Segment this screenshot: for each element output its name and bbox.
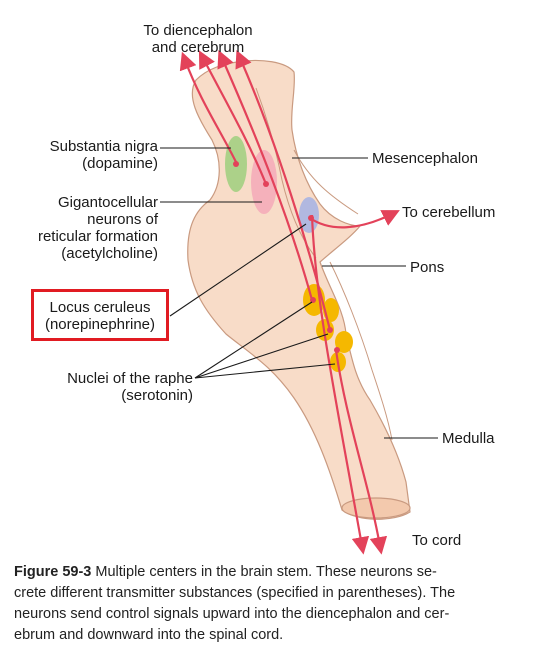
fourth-ventricle-line	[329, 261, 393, 441]
caption-line-3: neurons send control signals upward into…	[14, 606, 450, 622]
label-gigantocellular: Gigantocellular neurons of reticular for…	[37, 194, 158, 262]
label-locus-ceruleus: Locus ceruleus (norepinephrine)	[44, 299, 156, 333]
brainstem-body	[187, 59, 411, 520]
label-to-cerebellum: To cerebellum	[402, 204, 496, 221]
pathway-arrow-2	[198, 50, 268, 185]
label-to-diencephalon: To diencephalon and cerebrum	[143, 22, 253, 56]
pathway-arrow-3	[217, 49, 314, 301]
neuron-dot-locus	[308, 215, 314, 221]
leader-raphe-2	[194, 333, 329, 379]
locus-ceruleus-highlight-box	[31, 289, 169, 341]
leader-raphe-3	[194, 363, 336, 379]
spinal-cord-cut	[341, 497, 411, 519]
neuron-dot-raphe-1	[310, 297, 316, 303]
raphe-nucleus-4	[335, 331, 353, 353]
label-mesencephalon: Mesencephalon	[372, 150, 478, 167]
leader-raphe-1	[194, 301, 313, 379]
caption-line-4: ebrum and downward into the spinal cord.	[14, 627, 284, 643]
caption-line-2: crete different transmitter substances (…	[14, 585, 456, 601]
caption-line-1: Multiple centers in the brain stem. Thes…	[91, 564, 437, 580]
neuron-dot-raphe-3	[334, 347, 340, 353]
figure-caption: Figure 59-3 Multiple centers in the brai…	[14, 562, 520, 646]
neuron-dot-substantia	[233, 161, 239, 167]
brainstem-diagram	[160, 49, 438, 555]
label-substantia-nigra: Substantia nigra (dopamine)	[49, 138, 158, 172]
label-pons: Pons	[410, 259, 445, 276]
caption-figure-label: Figure 59-3	[14, 564, 92, 580]
locus-ceruleus-nucleus	[299, 197, 319, 233]
label-medulla: Medulla	[442, 430, 495, 447]
pathway-arrow-4	[235, 49, 332, 331]
pathway-arrow-6	[334, 349, 388, 555]
leader-locus	[169, 223, 307, 317]
neuron-dot-raphe-2	[327, 327, 333, 333]
label-to-cord: To cord	[412, 532, 462, 549]
pathway-arrow-1	[179, 51, 237, 163]
neuron-dot-giganto	[263, 181, 269, 187]
pathway-arrow-5	[310, 214, 370, 555]
cerebellum-arrow	[309, 210, 400, 229]
cerebellar-peduncle-line	[293, 149, 359, 215]
label-raphe: Nuclei of the raphe (serotonin)	[67, 370, 193, 404]
